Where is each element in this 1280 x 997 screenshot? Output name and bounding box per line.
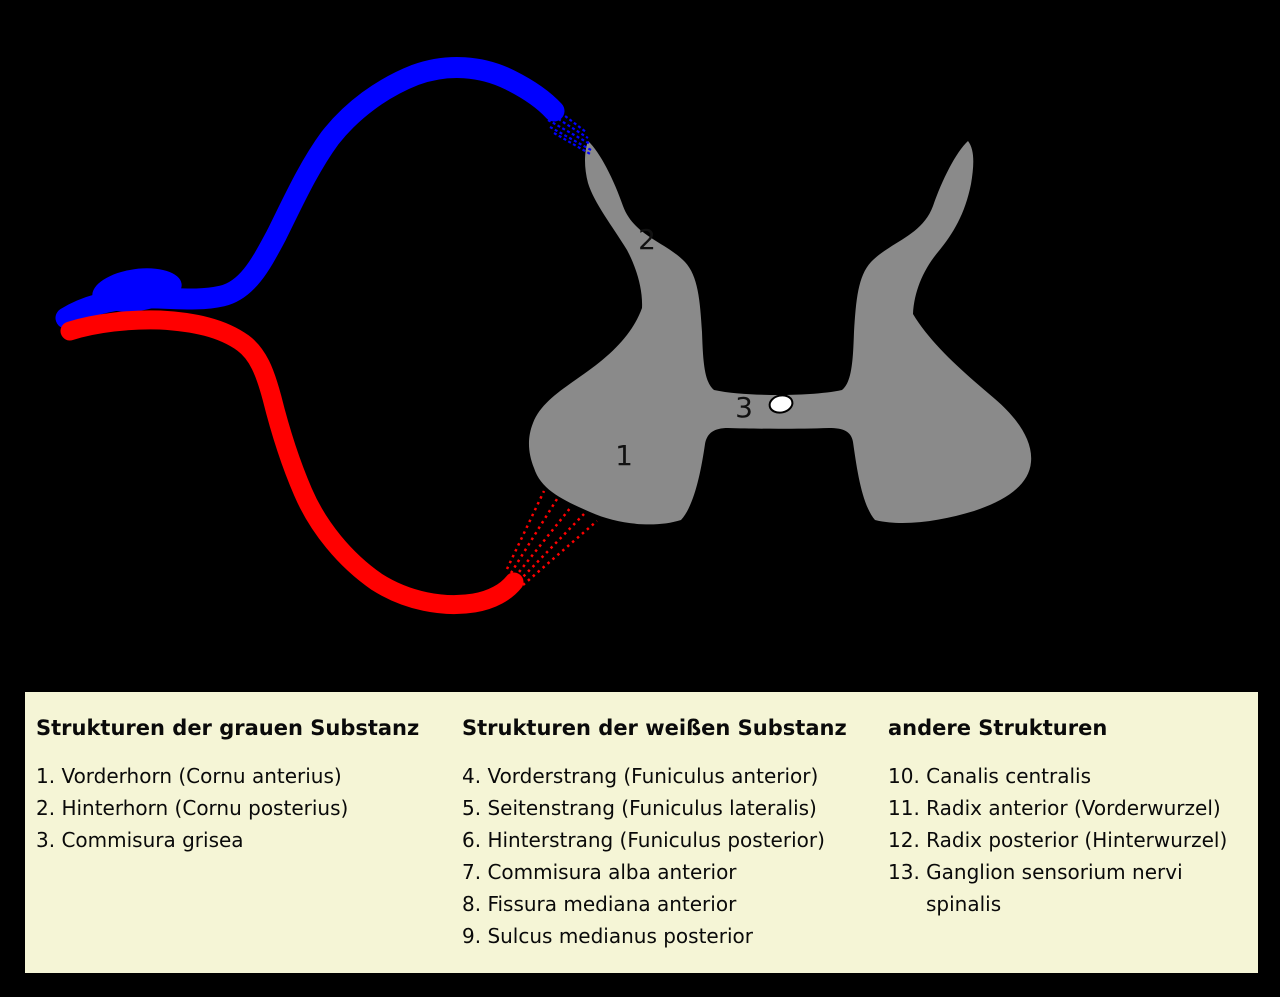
legend-item: 11. Radix anterior (Vorderwurzel) [888,792,1227,824]
legend-column: Strukturen der weißen Substanz 4. Vorders… [462,716,847,952]
legend-column: Strukturen der grauen Substanz 1. Vorderh… [36,716,419,856]
legend-item: 4. Vorderstrang (Funiculus anterior) [462,760,847,792]
gray-matter-shape [528,141,1032,525]
legend-item-text: 5. Seitenstrang (Funiculus lateralis) [462,796,817,820]
legend-item-text: 13. Ganglion sensorium nervi [888,860,1183,884]
legend-item: 5. Seitenstrang (Funiculus lateralis) [462,792,847,824]
legend-item-text: 9. Sulcus medianus posterior [462,924,753,948]
sensory-fiber-dashes [547,105,593,156]
label-posterior-horn: 2 [638,223,656,256]
legend-item: 10. Canalis centralis [888,760,1227,792]
legend-item-text: 2. Hinterhorn (Cornu posterius) [36,796,349,820]
legend-heading: Strukturen der weißen Substanz [462,716,847,740]
legend-item: 3. Commisura grisea [36,824,419,856]
legend-item: 12. Radix posterior (Hinterwurzel) [888,824,1227,856]
legend-heading: andere Strukturen [888,716,1108,740]
legend-item-text: spinalis [926,892,1002,916]
legend-item-text: 6. Hinterstrang (Funiculus posterior) [462,828,825,852]
motor-fiber-path [60,310,524,615]
legend-box: Strukturen der grauen Substanz 1. Vorderh… [25,692,1258,973]
legend-item-text: 10. Canalis centralis [888,764,1092,788]
central-canal-oval [768,394,794,414]
legend-item-text: 8. Fissura mediana anterior [462,892,737,916]
legend-item-text: 12. Radix posterior (Hinterwurzel) [888,828,1228,852]
legend-item-text: 1. Vorderhorn (Cornu anterius) [36,764,342,788]
legend-column: andere Strukturen 10. Canalis centralis 11… [888,716,1227,920]
legend-item: 9. Sulcus medianus posterior [462,920,847,952]
legend-item-text: 4. Vorderstrang (Funiculus anterior) [462,764,819,788]
spinal-ganglion-bump [92,268,182,312]
legend-item-text: 11. Radix anterior (Vorderwurzel) [888,796,1221,820]
legend-heading: Strukturen der grauen Substanz [36,716,420,740]
legend-item: 8. Fissura mediana anterior [462,888,847,920]
legend-item: 13. Ganglion sensorium nervi spinalis [888,856,1227,920]
legend-item: 7. Commisura alba anterior [462,856,847,888]
label-commissura-grisea: 3 [735,391,753,424]
legend-item-text: 7. Commisura alba anterior [462,860,737,884]
motor-fiber-dashes [505,490,598,586]
legend-item: 2. Hinterhorn (Cornu posterius) [36,792,419,824]
legend-item: 6. Hinterstrang (Funiculus posterior) [462,824,847,856]
legend-item: 1. Vorderhorn (Cornu anterius) [36,760,419,792]
legend-item-text: 3. Commisura grisea [36,828,244,852]
label-anterior-horn: 1 [615,439,633,472]
